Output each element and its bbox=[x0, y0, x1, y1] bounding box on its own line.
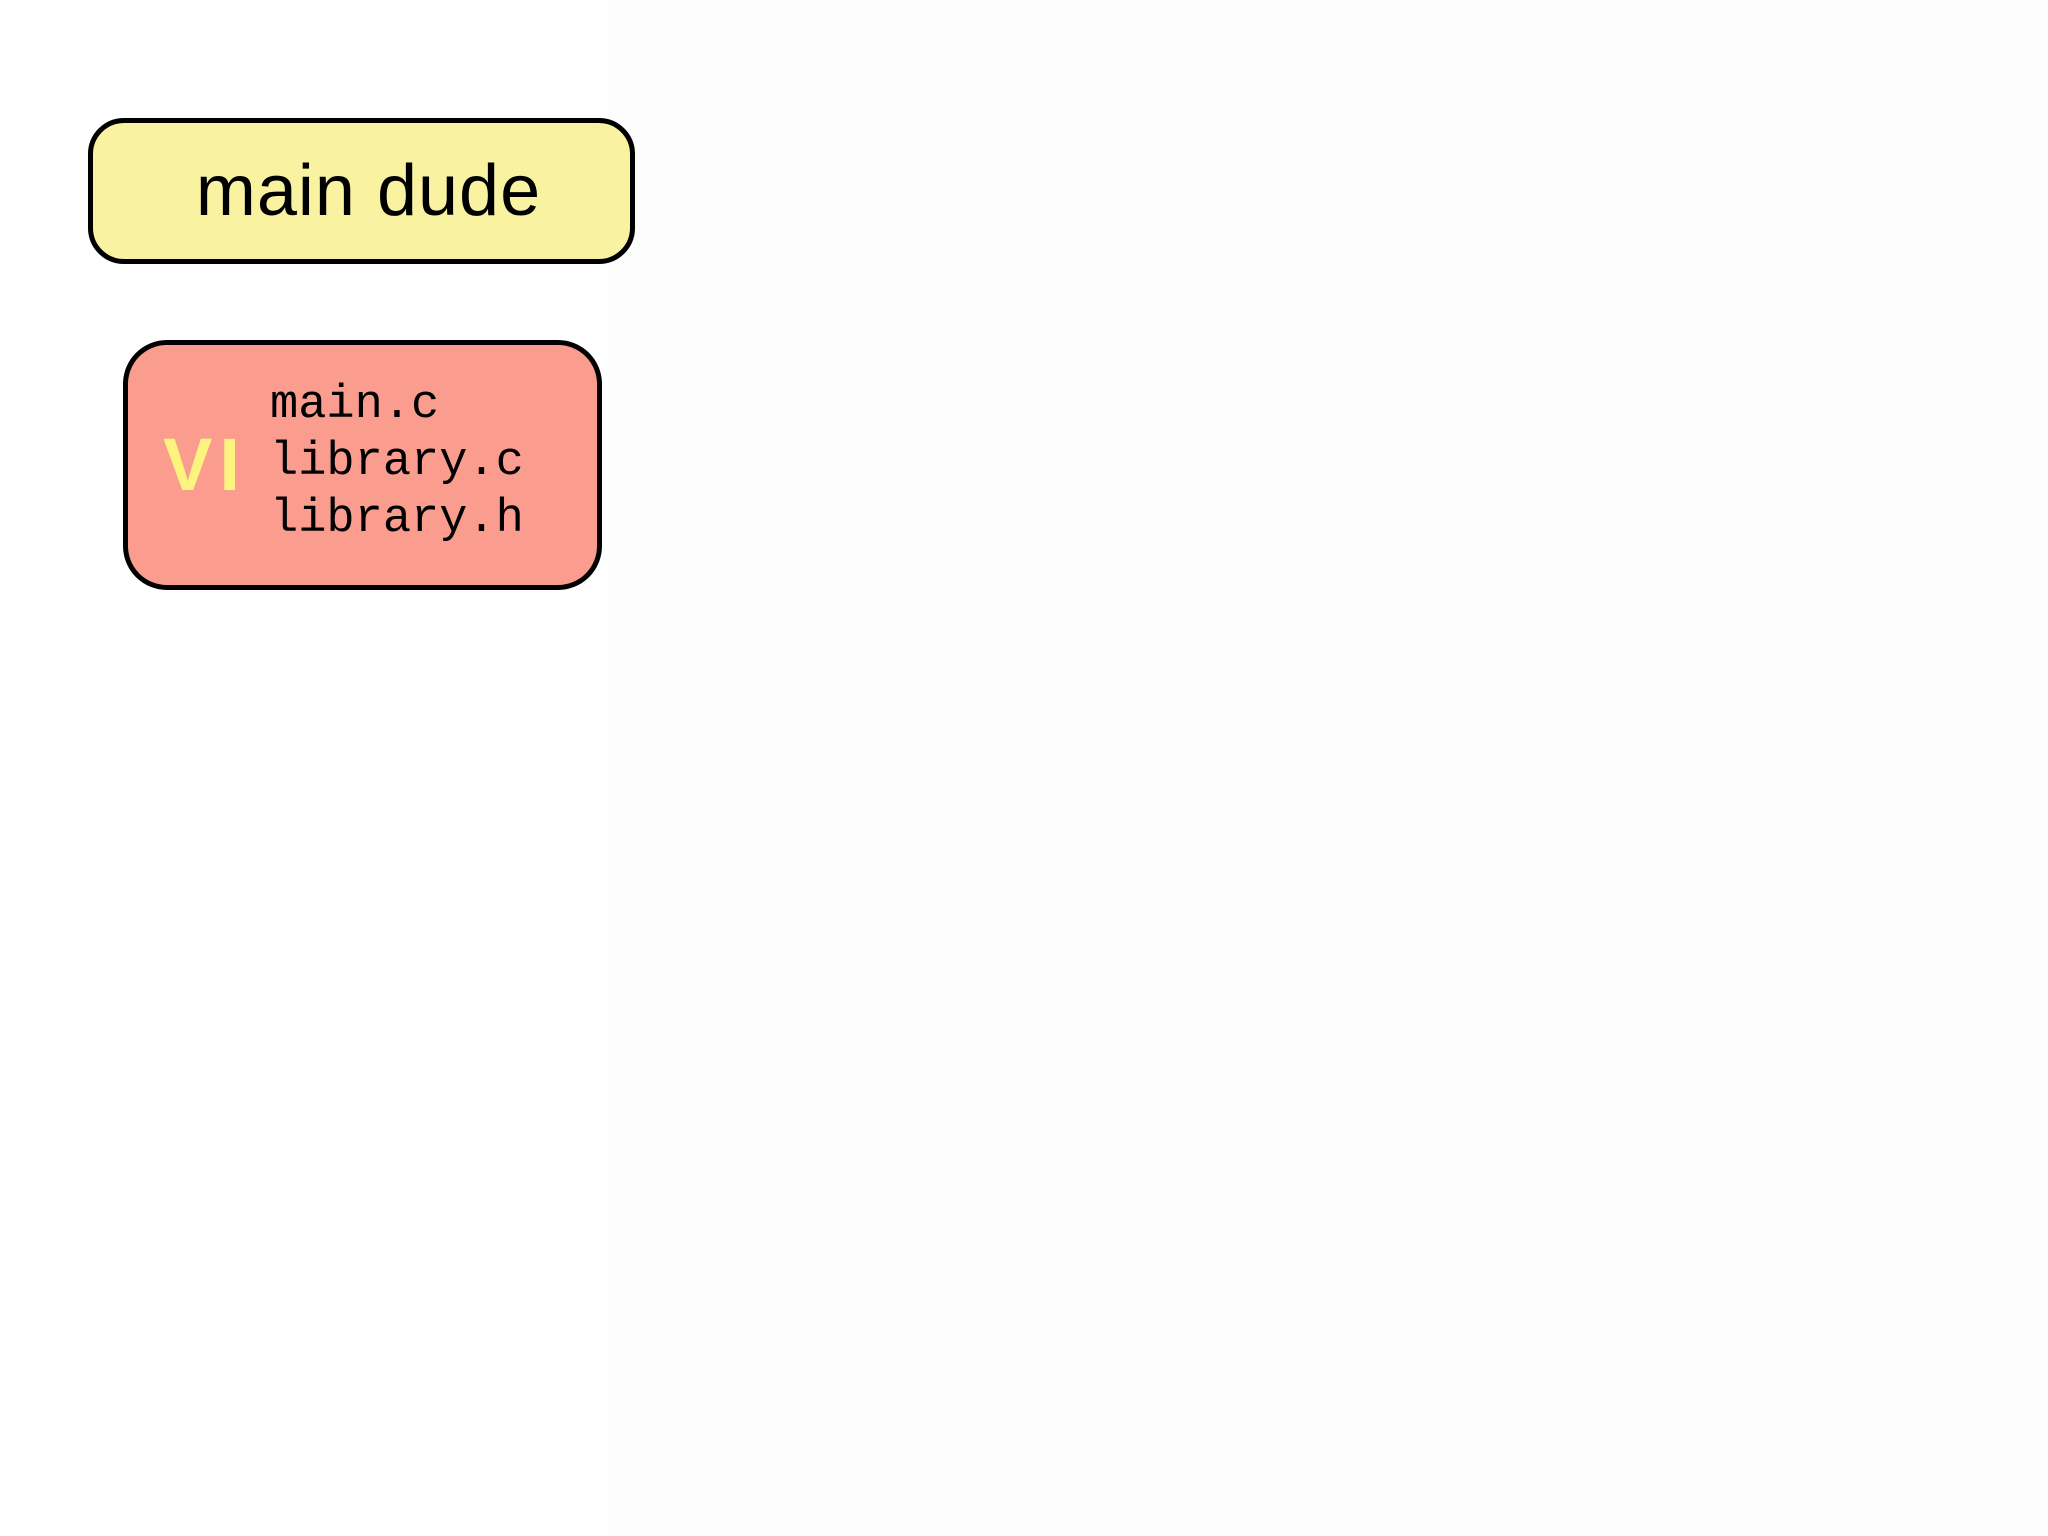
background-right-pane bbox=[608, 0, 2048, 1536]
file-name: main.c bbox=[270, 378, 440, 432]
main-dude-box: main dude bbox=[88, 118, 635, 264]
file-name: library.h bbox=[270, 492, 524, 546]
file-name: library.c bbox=[270, 435, 524, 489]
main-dude-label: main dude bbox=[195, 151, 542, 231]
vi-editor-label: VI bbox=[163, 423, 247, 506]
